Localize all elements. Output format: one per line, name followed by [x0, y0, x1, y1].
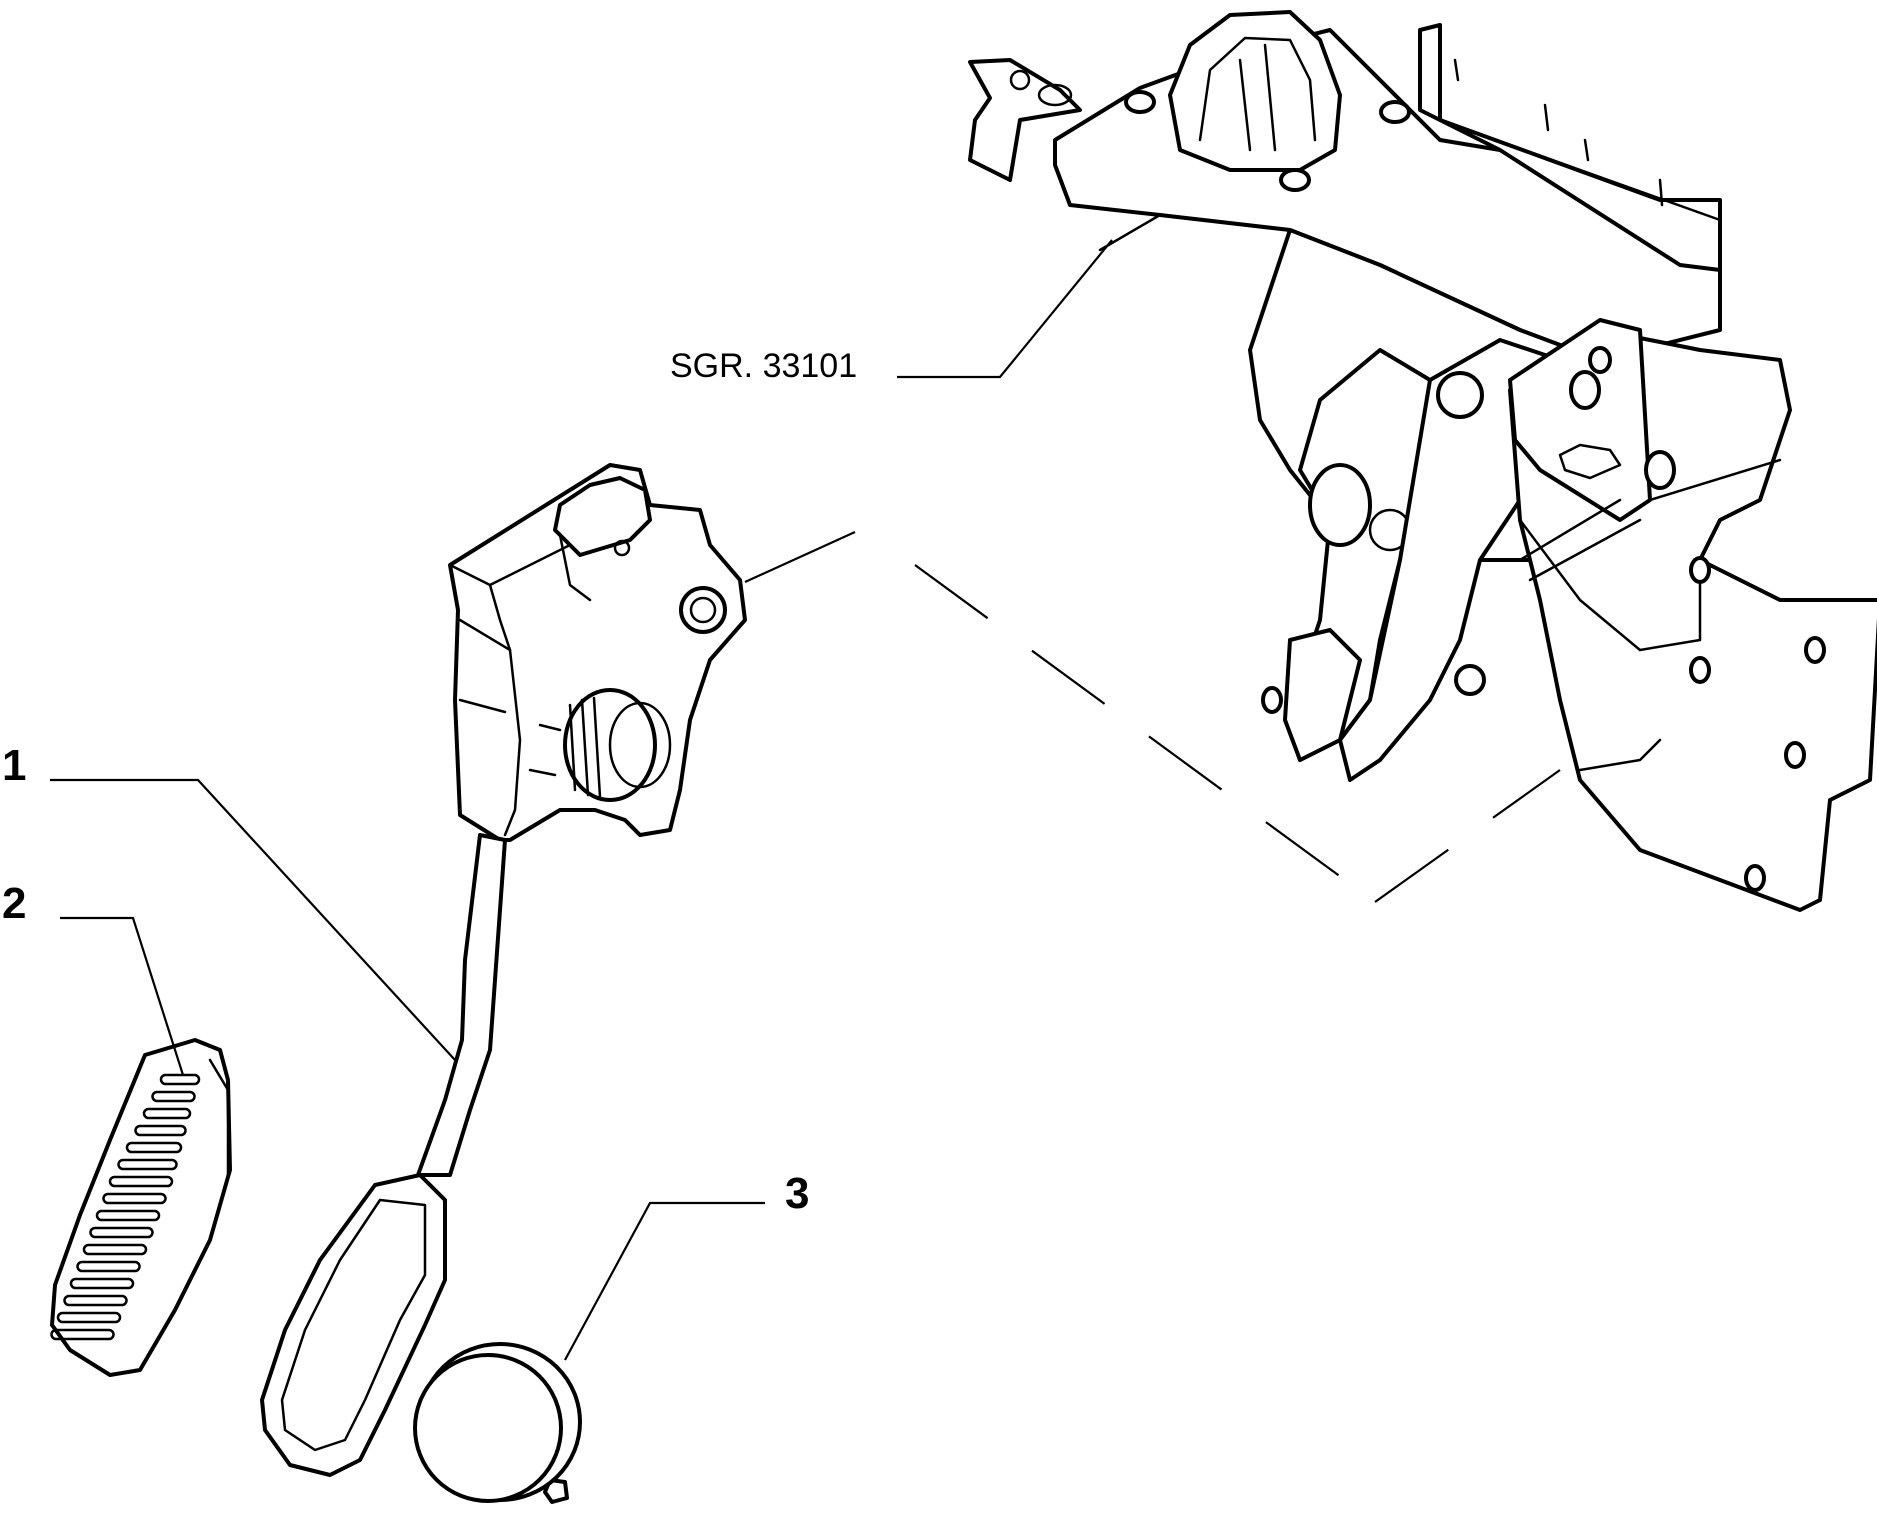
- reference-label: SGR. 33101: [670, 347, 857, 385]
- pad-rib: [134, 1124, 187, 1137]
- pedal-bracket-assembly: [968, 10, 1877, 912]
- callout-1: 1: [2, 741, 456, 1061]
- pad-rib: [117, 1158, 178, 1171]
- pedal-rubber-pad: [50, 1038, 232, 1377]
- callout-1-number: 1: [2, 741, 26, 790]
- pad-rib: [63, 1294, 128, 1307]
- stop-buffer-disc: [413, 1342, 582, 1504]
- pad-rib: [151, 1090, 196, 1103]
- accelerator-pedal-unit: [260, 463, 747, 1477]
- pad-rib: [89, 1226, 154, 1239]
- callout-2-number: 2: [2, 879, 26, 928]
- callout-3: 3: [564, 1169, 809, 1361]
- pad-rib: [108, 1175, 174, 1188]
- pad-rib: [142, 1107, 192, 1120]
- pad-grip-ribs: [50, 1073, 201, 1341]
- pad-rib: [102, 1192, 167, 1205]
- callout-3-number: 3: [785, 1169, 809, 1218]
- assembly-alignment-lines: [744, 530, 1561, 903]
- pad-rib: [56, 1311, 122, 1324]
- pad-rib: [159, 1073, 201, 1086]
- pad-rib: [69, 1277, 135, 1290]
- pad-rib: [76, 1260, 141, 1273]
- pad-rib: [95, 1209, 161, 1222]
- pad-rib: [82, 1243, 148, 1256]
- pad-rib: [50, 1328, 115, 1341]
- reference-callout: SGR. 33101: [670, 239, 1113, 385]
- callout-2: 2: [2, 879, 185, 1076]
- pad-rib: [125, 1141, 183, 1154]
